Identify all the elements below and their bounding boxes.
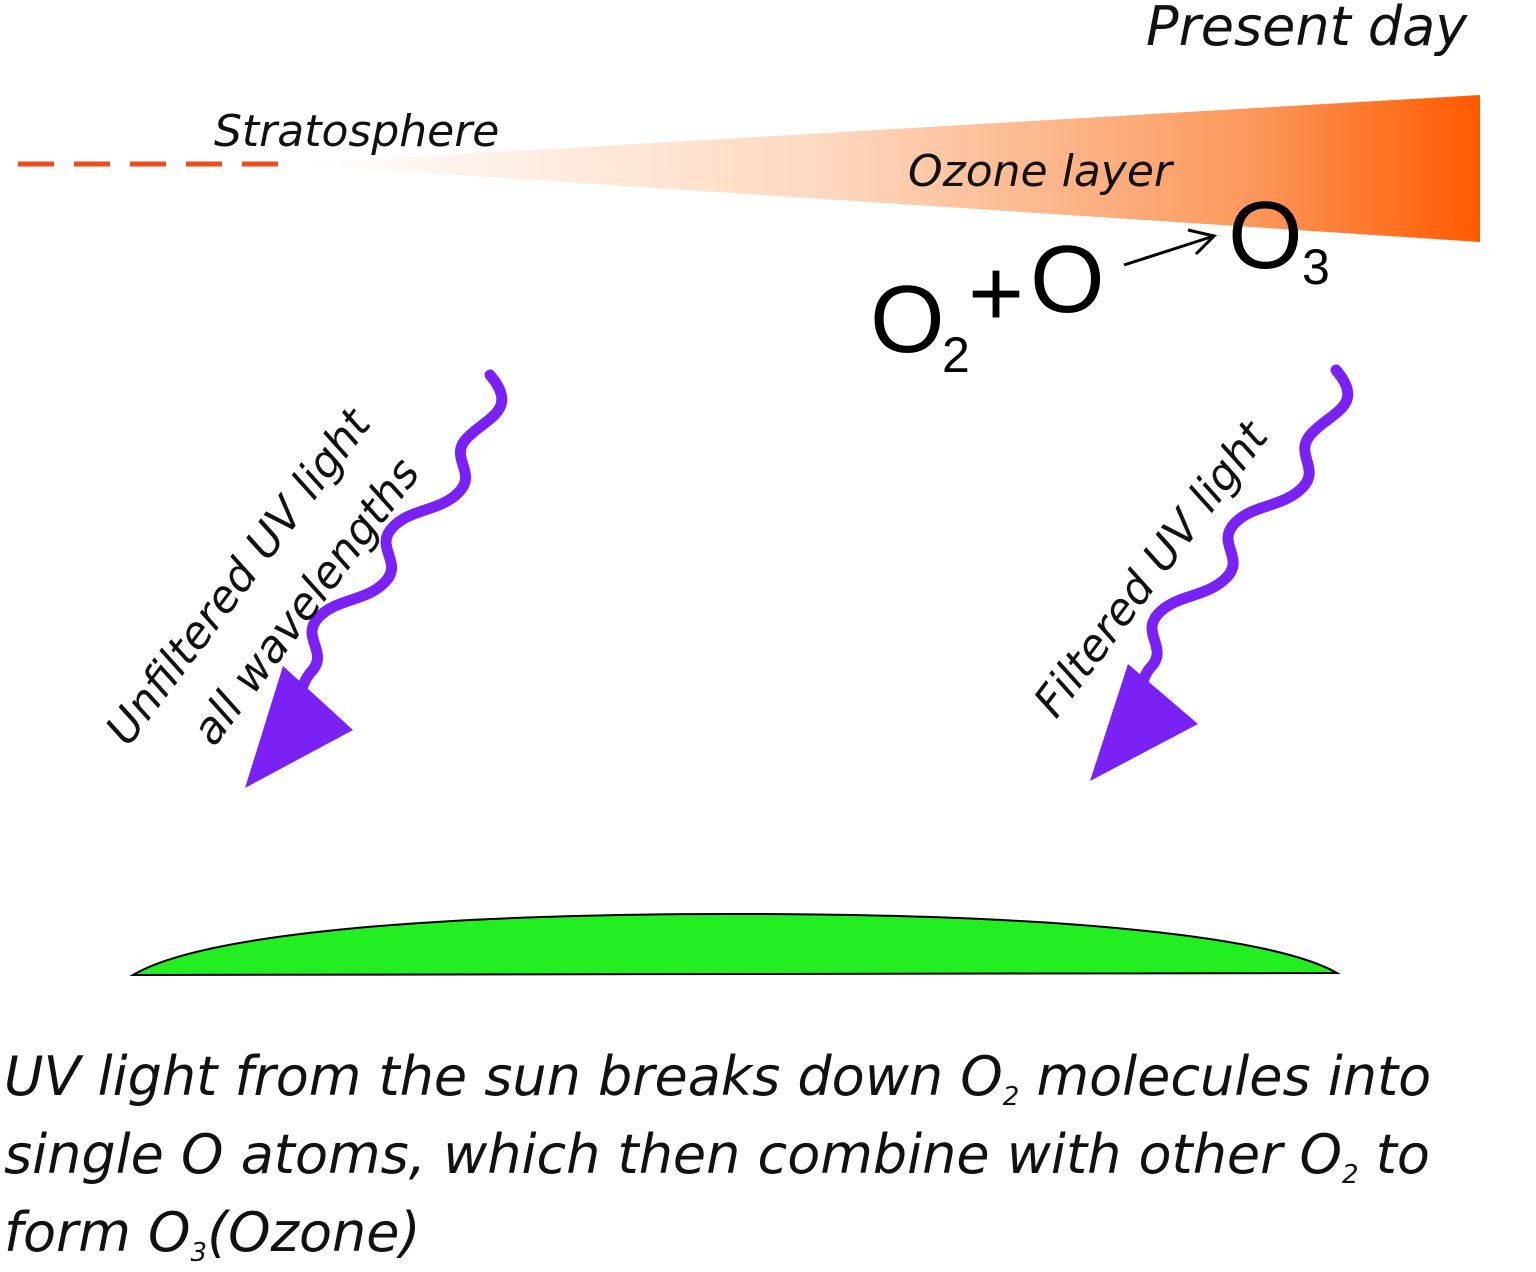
filtered-uv-label: Filtered UV light (1024, 411, 1279, 727)
caption-line-1-subscript: 2 (1002, 1082, 1020, 1112)
stratosphere-label: Stratosphere (214, 106, 499, 157)
caption-line-2-text-a: single O atoms, which then combine with … (4, 1123, 1343, 1186)
ozone-layer-label: Ozone layer (908, 146, 1175, 197)
filtered-uv-arrow (1090, 364, 1354, 781)
filtered-uv-arrowhead (1090, 664, 1198, 781)
caption-line-3-text-a: form O (4, 1201, 191, 1264)
unfiltered-uv-arrow (245, 369, 508, 788)
reactant-o2-subscript: 2 (942, 327, 970, 383)
caption-line-3-subscript: 3 (190, 1238, 208, 1268)
caption-line-2-text-b: to (1358, 1123, 1430, 1186)
unfiltered-uv-wave (290, 369, 508, 716)
present-day-label: Present day (1146, 0, 1468, 58)
earth-surface (129, 912, 1341, 977)
caption-line-2: single O atoms, which then combine with … (4, 1116, 1532, 1194)
caption-line-1: UV light from the sun breaks down O2 mol… (4, 1038, 1532, 1116)
caption-line-1-text-b: molecules into (1019, 1045, 1432, 1108)
caption-line-2-subscript: 2 (1342, 1160, 1359, 1190)
reactant-o: O (1030, 226, 1105, 333)
reactant-o2: O (870, 266, 945, 373)
ozone-reaction: O 2 + O O 3 (870, 182, 1330, 383)
explanation-caption: UV light from the sun breaks down O2 mol… (4, 1038, 1532, 1272)
caption-line-3: form O3(Ozone) (4, 1194, 1532, 1272)
plus-sign: + (968, 240, 1024, 347)
product-o3-subscript: 3 (1302, 239, 1330, 295)
ozone-layer-wedge (290, 95, 1480, 242)
unfiltered-uv-arrowhead (245, 666, 353, 788)
caption-line-3-text-b: (Ozone) (207, 1201, 421, 1264)
caption-line-1-text-a: UV light from the sun breaks down O (4, 1045, 1003, 1108)
reaction-arrow-icon (1123, 228, 1217, 267)
filtered-uv-wave (1130, 364, 1354, 712)
product-o3: O (1228, 182, 1303, 289)
